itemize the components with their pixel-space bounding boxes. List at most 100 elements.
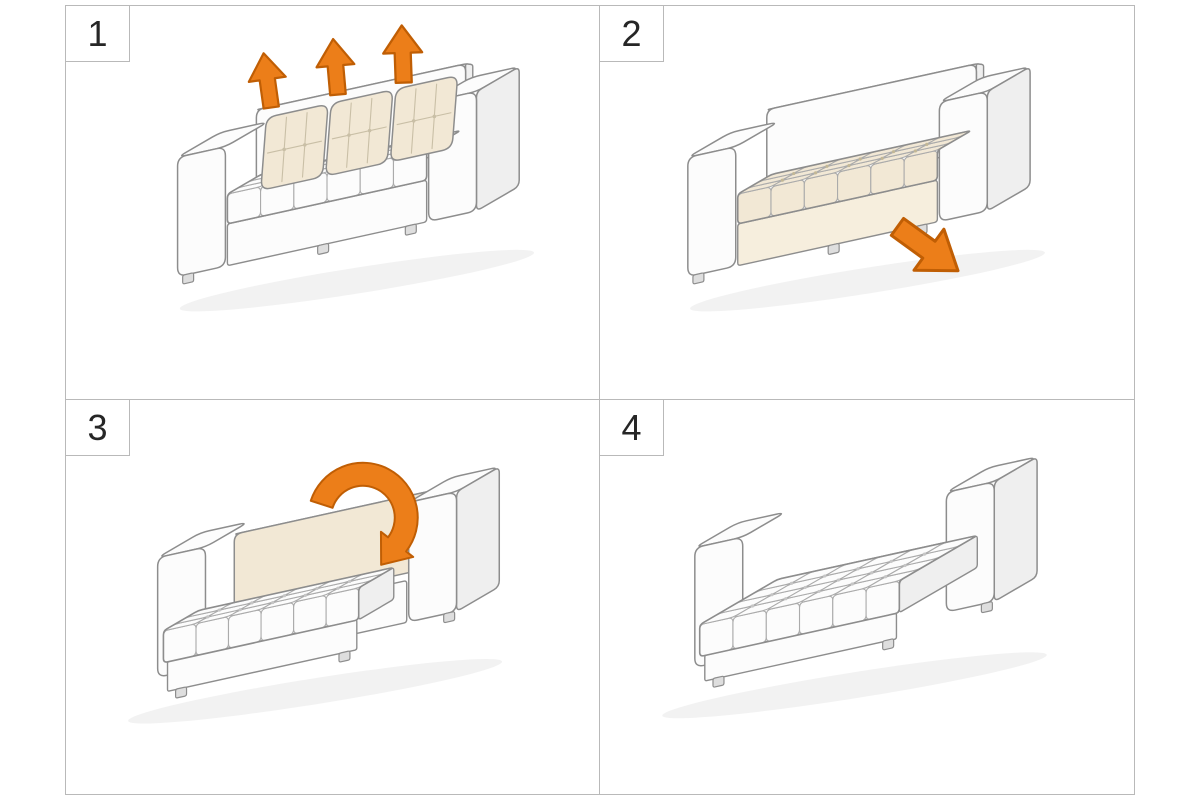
sofa-line-art-shape	[858, 157, 862, 161]
sofa-line-art-shape	[317, 243, 330, 255]
sofa-line-art-shape	[303, 143, 307, 147]
fold-down-arrow-group	[309, 461, 419, 566]
sofa-line-art-shape	[789, 581, 794, 585]
sofa-line-art-shape	[903, 563, 907, 568]
sofa-line-art-shape	[986, 67, 1031, 210]
sofa-line-art-shape	[938, 92, 989, 221]
sofa-line-art-shape	[750, 604, 755, 608]
sofa-line-art-shape	[206, 615, 210, 619]
sofa-line-art-shape	[737, 179, 939, 266]
step-number-1: 1	[87, 12, 108, 54]
sofa-with-back-cushions	[176, 63, 535, 312]
sofa-line-art-shape	[338, 650, 351, 663]
sofa-line-art-shape	[692, 272, 705, 285]
sofa-line-art-shape	[712, 675, 725, 688]
step-number-box-3: 3	[66, 400, 130, 456]
sofa-line-art-shape	[182, 272, 195, 285]
step-panel-3: 3	[66, 400, 600, 794]
sofa-seat-pulled-out	[128, 467, 503, 724]
sofa-line-art-shape	[238, 608, 242, 612]
sofa-line-art-shape	[784, 597, 788, 601]
sofa-line-art-shape	[813, 171, 818, 175]
sofa-line-art-shape	[922, 552, 927, 556]
sofa-line-art-shape	[250, 601, 254, 605]
sofa-line-art-shape	[336, 586, 340, 590]
sofa-line-art-shape	[870, 571, 874, 575]
sofa-line-art-shape	[432, 114, 437, 119]
sofa-line-art-shape	[823, 574, 827, 578]
sofa-line-art-shape	[303, 593, 307, 597]
sofa-line-art-shape	[836, 578, 841, 582]
sofa-line-art-shape	[404, 223, 417, 236]
sofa-line-art-shape	[271, 600, 275, 605]
sofa-line-art-shape	[980, 601, 993, 614]
step-number-2: 2	[621, 12, 642, 54]
sofa-line-art-shape	[226, 130, 460, 224]
sofa-line-art-shape	[825, 164, 829, 168]
sofa-line-art-shape	[889, 559, 893, 563]
pull-out-arrow-icon	[889, 216, 960, 273]
sofa-line-art-shape	[687, 147, 737, 276]
sofa-line-art-shape	[913, 149, 918, 153]
sofa-line-art-shape	[698, 535, 977, 657]
sofa-line-art-shape	[455, 468, 501, 611]
sofa-line-art-shape	[331, 126, 387, 140]
sofa-line-art-shape	[315, 586, 319, 591]
sofa-line-art-shape	[662, 652, 1047, 719]
sofa-line-art-shape	[162, 567, 393, 663]
sofa-line-art-shape	[883, 575, 888, 579]
sofa-mattress-exposed	[687, 63, 1045, 312]
instruction-grid: 1 2 3 4	[65, 5, 1135, 795]
sofa-line-art-shape	[856, 567, 860, 571]
step-panel-4: 4	[600, 400, 1134, 794]
sofa-line-art-shape	[770, 593, 774, 597]
lift-arrows-group	[247, 24, 424, 110]
sofa-line-art-shape	[176, 147, 227, 276]
step-number-box-2: 2	[600, 6, 664, 62]
lift-arrow-icon	[315, 37, 356, 97]
sofa-line-art-shape	[850, 582, 854, 586]
step-number-box-1: 1	[66, 6, 130, 62]
sofa-line-art-shape	[780, 178, 784, 182]
step-panel-1: 1	[66, 6, 600, 400]
illustration-step-4-flat-bed	[662, 457, 1047, 719]
sofa-line-art-shape	[817, 589, 821, 594]
step-number-3: 3	[87, 406, 108, 448]
illustration-step-1-remove-back-cushions	[176, 24, 535, 312]
sofa-line-art-shape	[882, 638, 895, 651]
sofa-line-art-shape	[128, 658, 503, 724]
illustration-step-3-fold-backrest-down	[128, 461, 503, 724]
lift-arrow-icon	[382, 24, 424, 85]
sofa-line-art-shape	[367, 128, 372, 133]
sofa-line-art-shape	[217, 608, 221, 612]
sofa-line-art-shape	[803, 585, 807, 590]
sofa-line-art-shape	[925, 142, 929, 146]
sofa-line-art-shape	[347, 133, 351, 137]
sofa-line-art-shape	[396, 112, 452, 126]
sofa-bed-flat	[662, 457, 1047, 719]
sofa-line-art-shape	[891, 150, 896, 154]
sofa-line-art-shape	[847, 163, 851, 168]
step-number-box-4: 4	[600, 400, 664, 456]
step-panel-2: 2	[600, 6, 1134, 400]
fold-down-arrow-icon	[309, 461, 419, 566]
illustration-step-2-pull-out-base	[687, 63, 1045, 312]
sofa-line-art-shape	[347, 579, 352, 584]
sofa-line-art-shape	[475, 67, 520, 210]
sofa-line-art-shape	[282, 594, 287, 598]
step-number-4: 4	[621, 406, 642, 448]
sofa-line-art-shape	[266, 140, 322, 154]
sofa-line-art-shape	[792, 171, 796, 176]
sofa-line-art-shape	[411, 119, 416, 123]
sofa-line-art-shape	[736, 130, 971, 224]
lift-arrow-icon	[247, 52, 287, 110]
sofa-line-art-shape	[993, 458, 1038, 601]
sofa-line-art-shape	[827, 243, 840, 255]
sofa-line-art-shape	[226, 179, 428, 266]
sofa-line-art-shape	[179, 249, 535, 312]
sofa-line-art-shape	[174, 686, 188, 699]
sofa-line-art-shape	[880, 156, 884, 160]
sofa-line-art-shape	[443, 611, 456, 624]
sofa-line-art-shape	[282, 147, 286, 152]
